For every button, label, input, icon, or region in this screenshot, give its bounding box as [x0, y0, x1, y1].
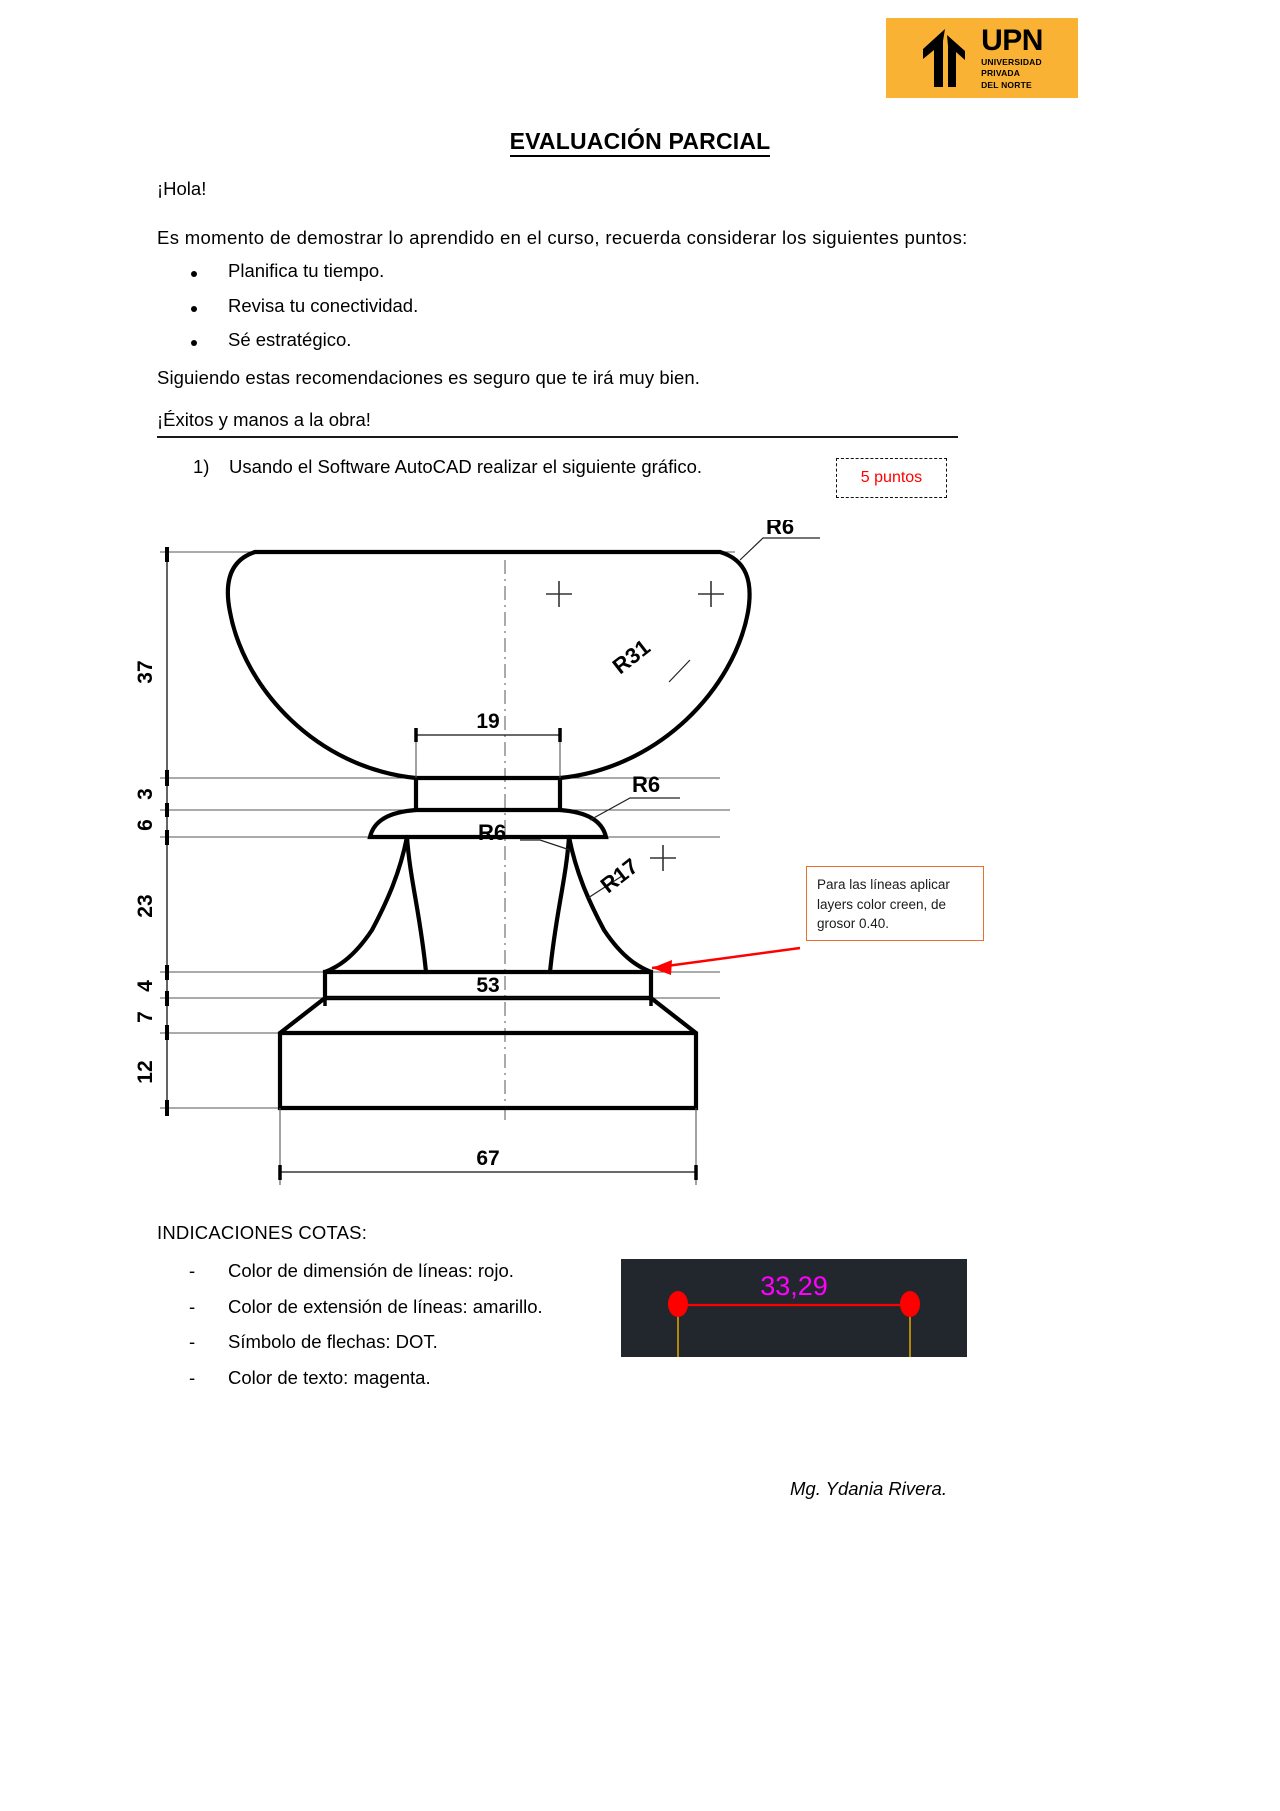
dim-37: 37: [134, 660, 157, 683]
note-callout-text: Para las líneas aplicar layers color cre…: [817, 877, 950, 932]
dim-67: 67: [476, 1147, 499, 1170]
list-item: Sé estratégico.: [186, 330, 418, 350]
question-number: 1): [193, 456, 210, 477]
closing-text: Siguiendo estas recomendaciones es segur…: [157, 367, 701, 388]
list-item: Símbolo de flechas: DOT.: [186, 1332, 543, 1352]
extension-lines: [160, 551, 735, 1109]
question-text: Usando el Software AutoCAD realizar el s…: [229, 456, 703, 477]
center-marks: [546, 581, 724, 871]
intro-text: Es momento de demostrar lo aprendido en …: [157, 227, 968, 248]
radius-r6-low: R6: [478, 820, 506, 845]
goblet-outline: [225, 549, 752, 1111]
page-title: EVALUACIÓN PARCIAL: [0, 128, 1280, 157]
indications-list: Color de dimensión de líneas: rojo. Colo…: [186, 1261, 543, 1404]
radius-r31: R31: [608, 634, 655, 679]
upn-tagline-1: UNIVERSIDAD: [981, 56, 1042, 67]
cad-dimension-graphic: 33,29: [621, 1259, 967, 1357]
page-title-text: EVALUACIÓN PARCIAL: [509, 128, 771, 157]
dim-3: 3: [134, 788, 157, 800]
tips-list: Planifica tu tiempo. Revisa tu conectivi…: [186, 261, 418, 366]
points-badge-label: 5 puntos: [860, 469, 923, 486]
dot-arrow-right: [900, 1291, 920, 1317]
note-callout: Para las líneas aplicar layers color cre…: [806, 866, 984, 941]
upn-logo: UPN UNIVERSIDAD PRIVADA DEL NORTE: [886, 18, 1078, 98]
dim-53: 53: [476, 974, 499, 997]
upn-logo-text: UPN UNIVERSIDAD PRIVADA DEL NORTE: [981, 23, 1043, 91]
dim-53-group: 53: [323, 974, 653, 1006]
greeting-text: ¡Hola!: [157, 178, 207, 199]
cad-dimension-value: 33,29: [760, 1271, 828, 1301]
list-item: Color de texto: magenta.: [186, 1368, 543, 1388]
dim-4: 4: [134, 980, 157, 992]
question-1: 1) Usando el Software AutoCAD realizar el…: [193, 456, 702, 478]
dim-67-group: 67: [278, 1108, 698, 1185]
dim-12: 12: [134, 1060, 157, 1083]
note-leader-arrow: [651, 946, 801, 975]
section-divider: [157, 436, 958, 438]
footer-signature: Mg. Ydania Rivera.: [790, 1478, 947, 1499]
dim-19: 19: [476, 710, 499, 733]
list-item: Revisa tu conectividad.: [186, 296, 418, 316]
dim-23: 23: [134, 894, 157, 917]
radius-r6-mid: R6: [632, 772, 660, 797]
radius-r17: R17: [596, 853, 643, 898]
indications-title: INDICACIONES COTAS:: [157, 1222, 368, 1243]
dim-7: 7: [134, 1011, 157, 1023]
list-item: Planifica tu tiempo.: [186, 261, 418, 281]
radius-r6-top: R6: [766, 520, 794, 539]
dim-6: 6: [134, 819, 157, 831]
wish-text: ¡Éxitos y manos a la obra!: [157, 409, 371, 430]
radius-callouts: R6 R31 R6 R6 R17: [478, 520, 820, 899]
list-item: Color de extensión de líneas: amarillo.: [186, 1297, 543, 1317]
upn-arrow-icon: [923, 29, 966, 87]
points-badge: 5 puntos: [836, 458, 947, 498]
list-item: Color de dimensión de líneas: rojo.: [186, 1261, 543, 1281]
vertical-dimension-chain: 37 3 6 23 4 7 12: [134, 547, 169, 1116]
upn-tagline-3: DEL NORTE: [981, 79, 1032, 90]
cad-dimension-screenshot: 33,29: [621, 1259, 967, 1357]
dim-19-group: 19: [414, 710, 562, 778]
dot-arrow-left: [668, 1291, 688, 1317]
technical-drawing: .obj { fill:none; stroke:#000; stroke-wi…: [134, 520, 820, 1185]
upn-brand: UPN: [981, 23, 1043, 57]
upn-tagline-2: PRIVADA: [981, 68, 1021, 79]
